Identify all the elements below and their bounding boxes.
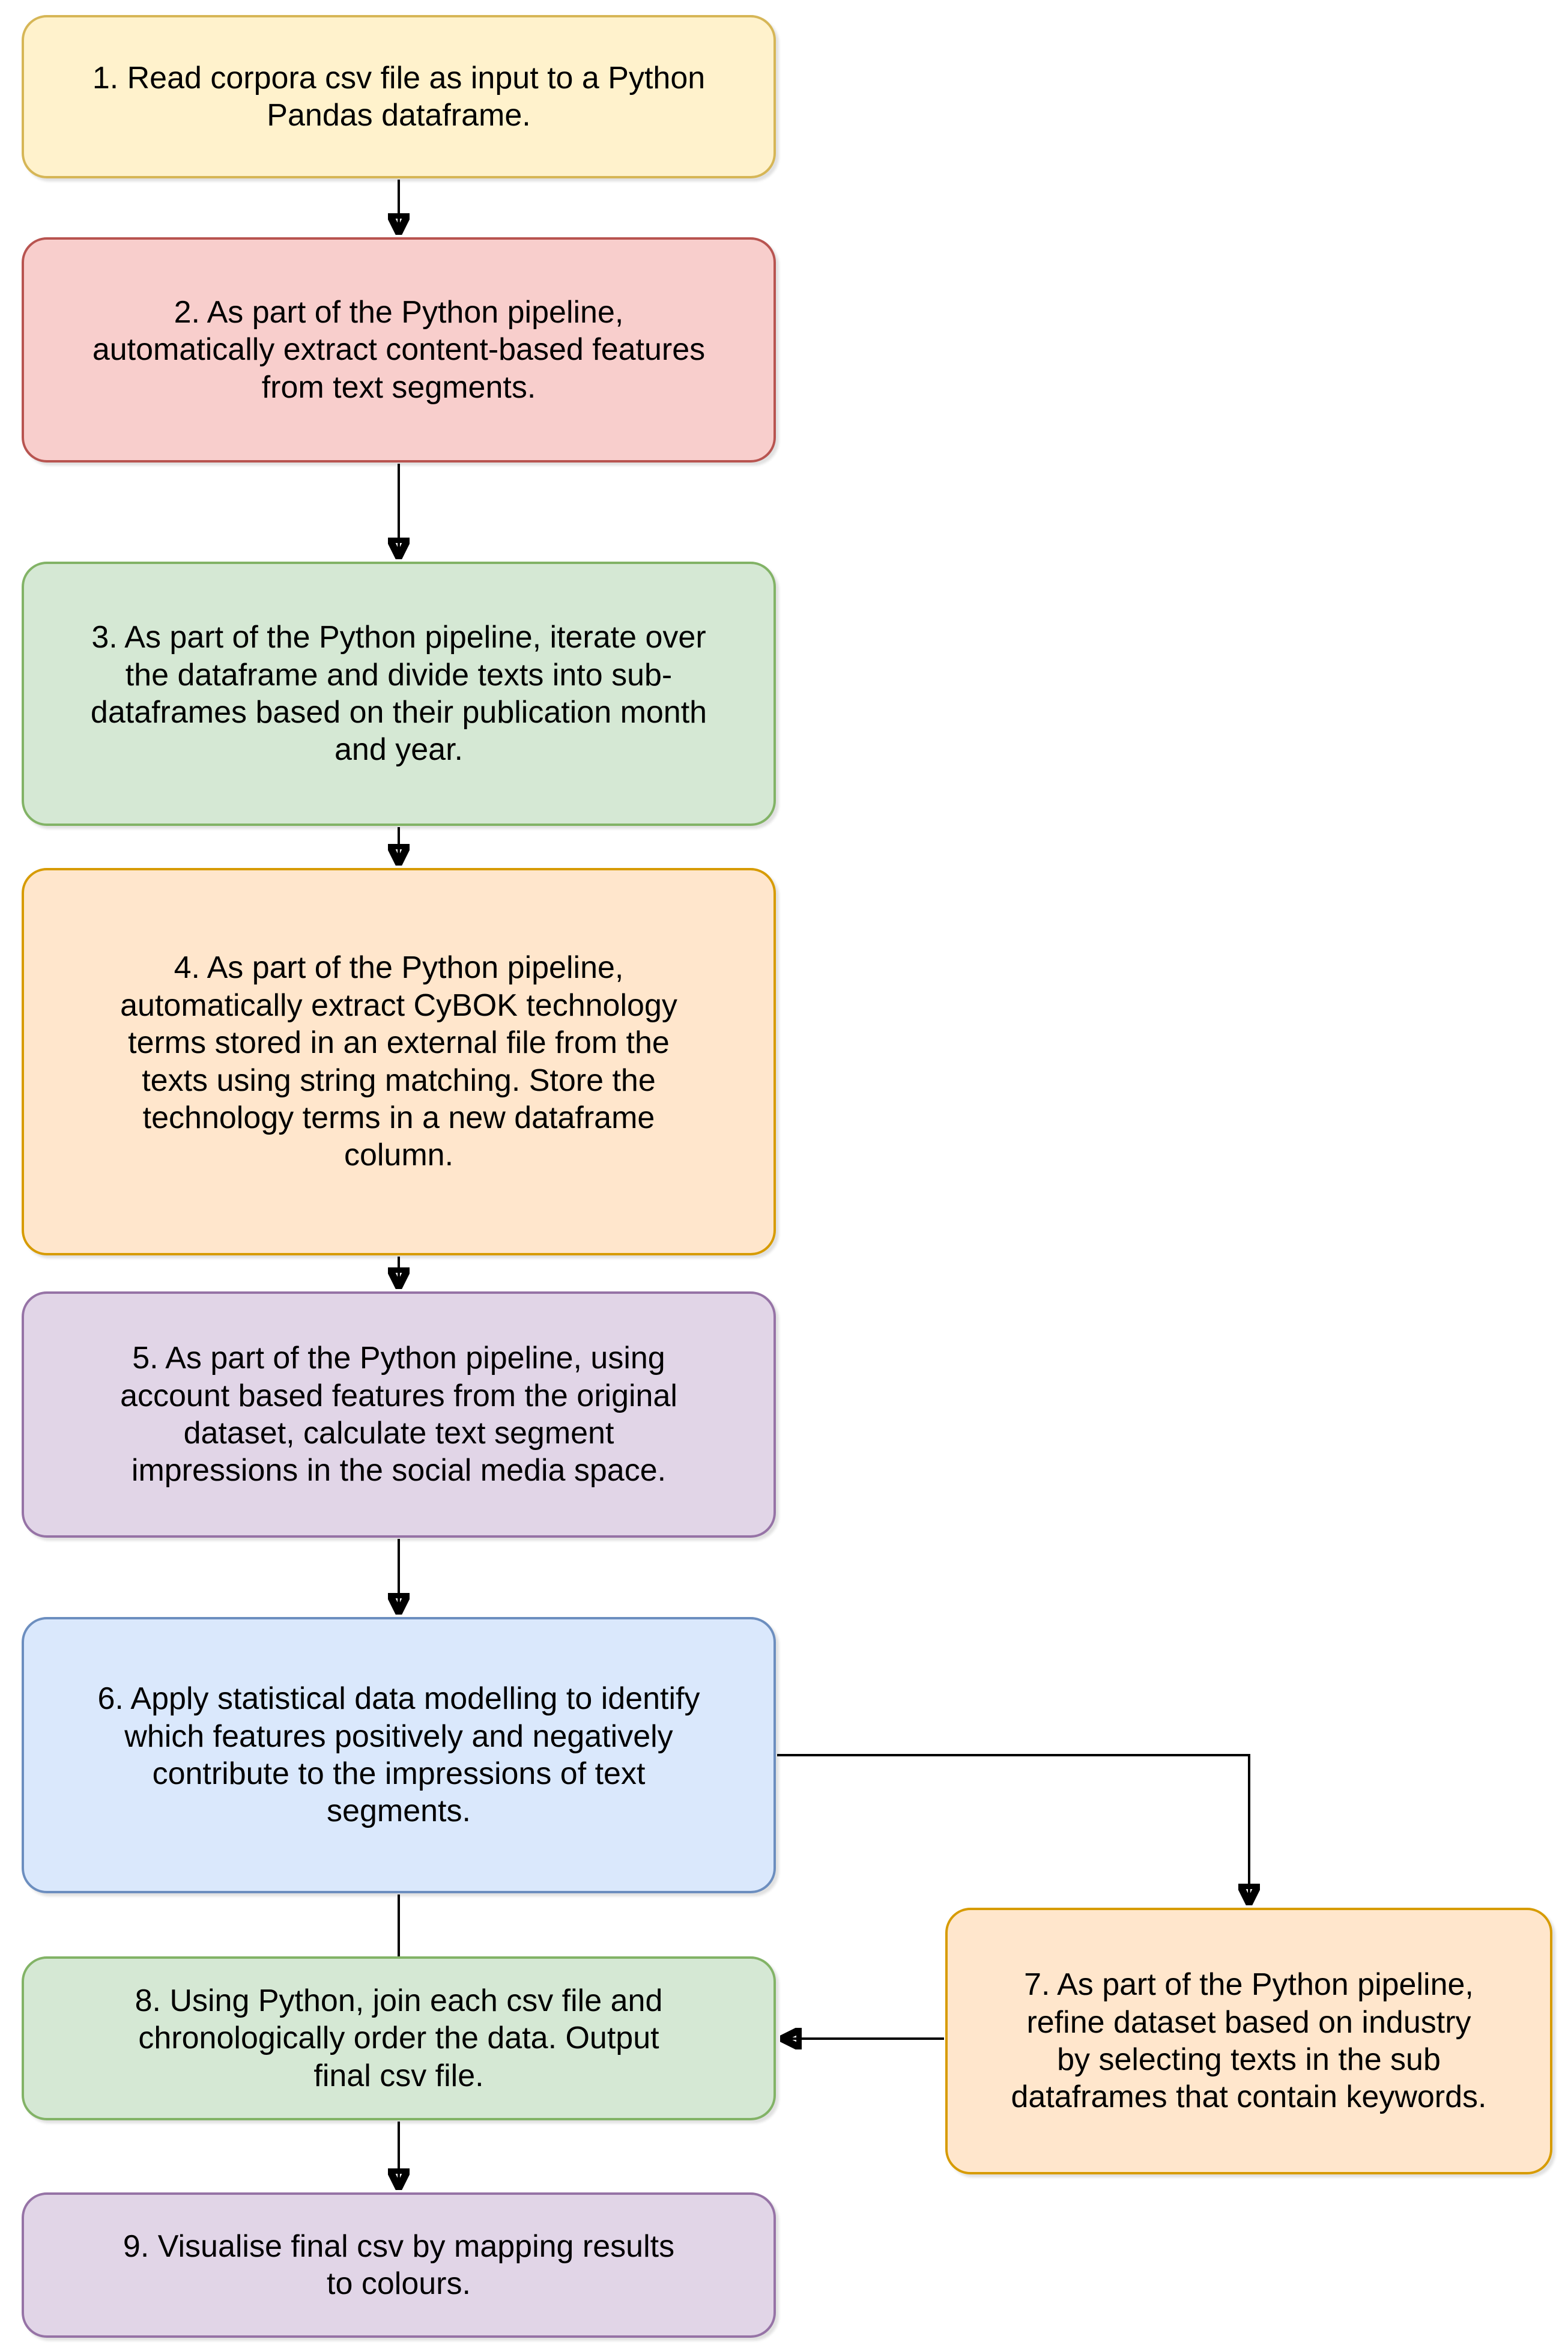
step-5-label: 5. As part of the Python pipeline, using…: [120, 1341, 677, 1488]
step-4-label: 4. As part of the Python pipeline, autom…: [120, 950, 677, 1173]
connector-6-7: [777, 1754, 1249, 1904]
step-4-box: 4. As part of the Python pipeline, autom…: [22, 868, 776, 1255]
step-7-box: 7. As part of the Python pipeline, refin…: [945, 1908, 1552, 2174]
step-6-label: 6. Apply statistical data modelling to i…: [97, 1681, 700, 1829]
step-2-label: 2. As part of the Python pipeline, autom…: [92, 294, 706, 405]
step-6-box: 6. Apply statistical data modelling to i…: [22, 1617, 776, 1893]
step-7-label: 7. As part of the Python pipeline, refin…: [1011, 1967, 1487, 2115]
step-3-box: 3. As part of the Python pipeline, itera…: [22, 562, 776, 826]
step-8-box: 8. Using Python, join each csv file and …: [22, 1956, 776, 2120]
step-5-box: 5. As part of the Python pipeline, using…: [22, 1291, 776, 1538]
step-9-label: 9. Visualise final csv by mapping result…: [123, 2228, 675, 2301]
step-1-label: 1. Read corpora csv file as input to a P…: [92, 60, 706, 133]
step-1-box: 1. Read corpora csv file as input to a P…: [22, 15, 776, 178]
step-2-box: 2. As part of the Python pipeline, autom…: [22, 237, 776, 463]
step-3-label: 3. As part of the Python pipeline, itera…: [90, 620, 707, 768]
step-9-box: 9. Visualise final csv by mapping result…: [22, 2192, 776, 2338]
step-8-label: 8. Using Python, join each csv file and …: [135, 1983, 663, 2093]
